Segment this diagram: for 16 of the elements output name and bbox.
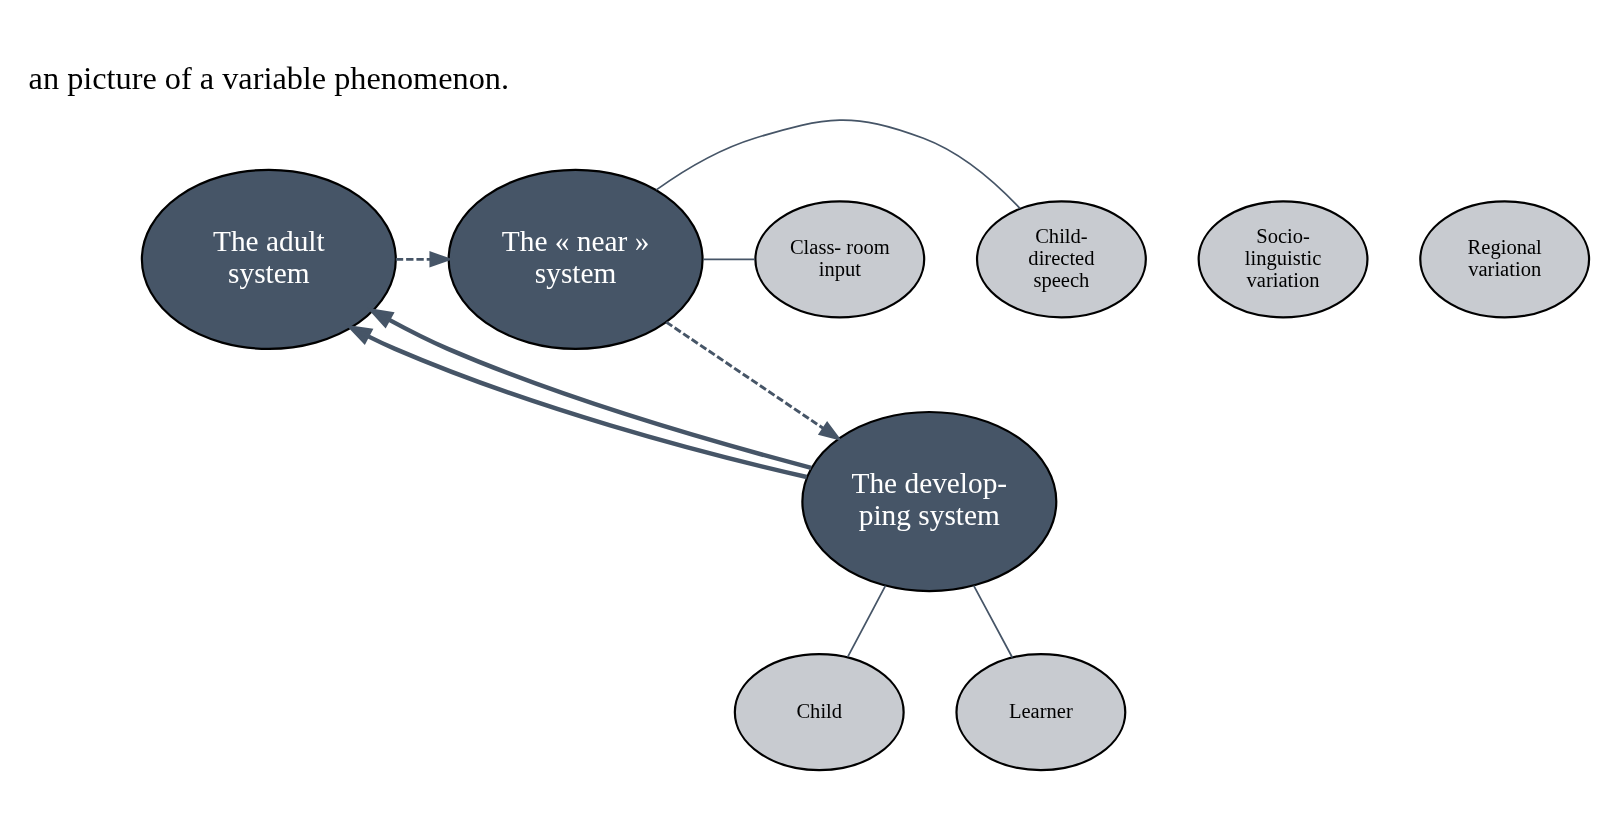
connector — [655, 118, 1021, 209]
node-ellipse: Learner — [955, 652, 1127, 771]
node-ellipse: Regional variation — [1419, 199, 1591, 318]
node-ellipse: Socio- linguistic variation — [1197, 199, 1369, 318]
connector — [972, 584, 1014, 658]
node-ellipse: Class- room input — [754, 199, 926, 318]
arrow — [395, 250, 453, 268]
node-ellipse: The develop- ping system — [801, 410, 1058, 592]
arrow — [345, 324, 808, 479]
arrow — [665, 320, 842, 441]
connector — [846, 584, 887, 658]
node-ellipse: Child- directed speech — [975, 199, 1147, 318]
node-ellipse: Child — [733, 652, 905, 771]
node-ellipse: The « near » system — [447, 168, 704, 350]
label: an picture of a variable phenomenon. — [28, 59, 510, 96]
connector — [702, 257, 756, 260]
